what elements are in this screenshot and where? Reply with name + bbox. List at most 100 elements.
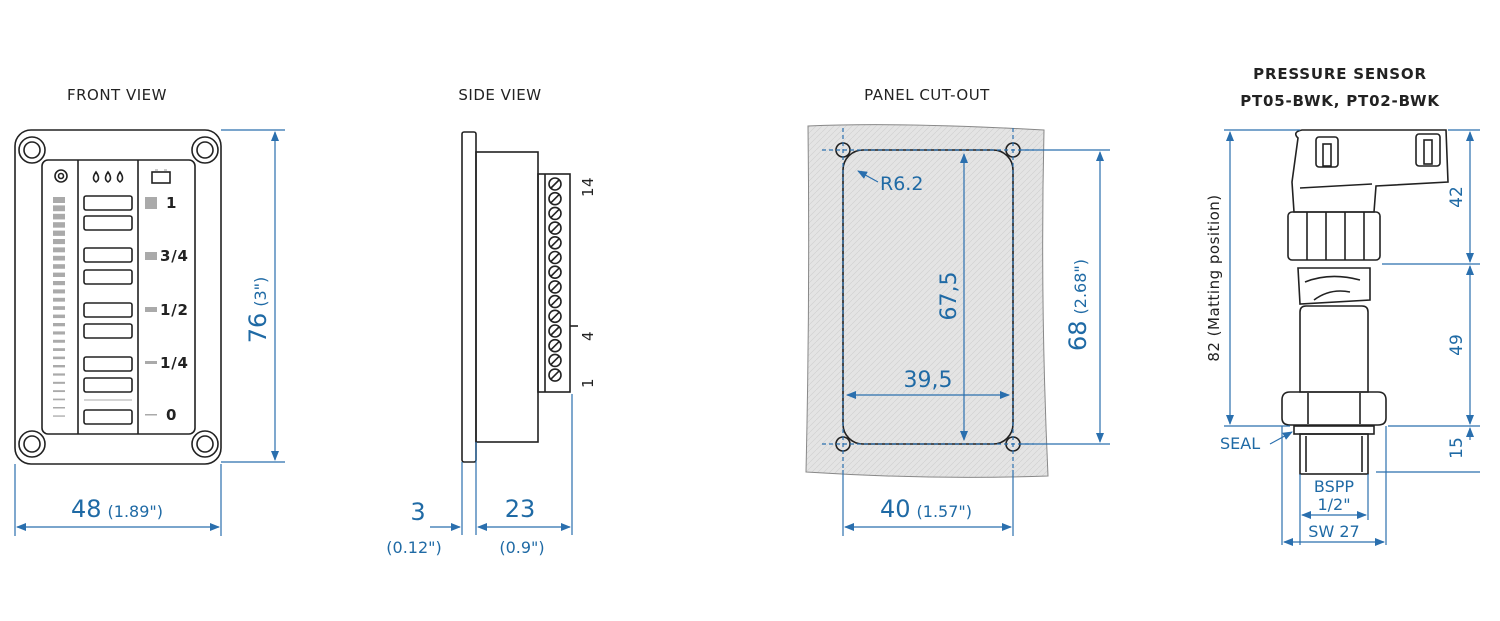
cutout-label: PANEL CUT-OUT [864, 86, 990, 104]
scale-empty-label: 0 [166, 406, 177, 424]
indicator-slot [83, 269, 133, 285]
thread-type-label: BSPP [1314, 477, 1355, 496]
level-bar [53, 222, 65, 228]
scale-half-label: 1/2 [160, 301, 189, 319]
terminal-screw-icon [548, 353, 562, 368]
outer-height-dimension: 68(2.68") [1064, 259, 1092, 351]
terminal-screws [548, 177, 562, 382]
body-height-dimension: 49 [1447, 334, 1467, 356]
level-bar [53, 289, 65, 294]
screw-icon [18, 136, 219, 458]
sensor-thread [1299, 433, 1369, 475]
level-bar [53, 390, 65, 393]
level-bar [53, 197, 65, 203]
water-drops-icon [92, 170, 124, 183]
level-bar [53, 365, 65, 368]
pin-14-label: 14 [579, 177, 597, 197]
terminal-screw-icon [548, 368, 562, 382]
side-body [475, 151, 539, 443]
front-view: FRONT VIEW 1 3/4 [14, 86, 285, 536]
level-bar [53, 415, 65, 417]
inner-height-dimension: 67,5 [937, 272, 962, 321]
gear-icon [54, 169, 68, 183]
inner-width-dimension: 39,5 [904, 368, 953, 393]
body-depth-dimension: 23 [505, 495, 536, 523]
display-window [41, 159, 196, 435]
wrench-size-label: SW 27 [1308, 522, 1359, 541]
front-height-dimension: 76(3") [244, 277, 272, 344]
terminal-screw-icon [548, 191, 562, 206]
terminal-screw-slot [550, 238, 560, 248]
outer-width-dimension: 40(1.57") [880, 495, 972, 523]
pin-4-label: 4 [579, 331, 597, 341]
terminal-screw-slot [550, 355, 560, 365]
level-bar [53, 339, 65, 343]
thread-size-label: 1/2" [1317, 495, 1350, 514]
terminal-screw-slot [550, 223, 560, 233]
terminal-screw-icon [548, 324, 562, 338]
front-panel-outline [14, 129, 222, 465]
level-bar [53, 381, 65, 384]
seal-label: SEAL [1220, 434, 1260, 453]
battery-icon [151, 169, 171, 184]
level-bar [53, 205, 65, 212]
level-bar [53, 255, 65, 261]
terminal-screw-slot [550, 326, 560, 336]
panel-surface [805, 124, 1049, 478]
level-bar [53, 230, 65, 236]
indicator-slot [83, 377, 133, 393]
indicator-slot [83, 215, 133, 231]
scale-quarter-label: 1/4 [160, 354, 189, 372]
panel-cutout-view: PANEL CUT-OUT R6.2 67,5 39,5 68(2.68") 4… [805, 86, 1110, 536]
level-bar [53, 373, 65, 376]
terminal-screw-slot [550, 341, 560, 351]
thread-height-dimension: 15 [1447, 437, 1467, 459]
total-height-dimension: 82 (Matting position) [1205, 194, 1223, 361]
pressure-sensor-view: PRESSURE SENSOR PT05-BWK, PT02-BWK [1205, 65, 1480, 546]
terminal-block [537, 173, 571, 393]
connector-height-dimension: 42 [1447, 186, 1467, 208]
terminal-screw-icon [548, 221, 562, 235]
front-width-dimension: 48(1.89") [71, 495, 163, 523]
terminal-screw-icon [548, 280, 562, 294]
level-bar [53, 264, 65, 269]
sensor-title-line2: PT05-BWK, PT02-BWK [1240, 92, 1440, 110]
sensor-hex [1281, 391, 1387, 426]
terminal-screw-slot [550, 370, 560, 380]
terminal-screw-slot [550, 208, 560, 218]
terminal-screw-icon [548, 177, 562, 191]
indicator-slot [83, 247, 133, 263]
level-bar [53, 331, 65, 335]
scale-full-label: 1 [166, 194, 177, 212]
terminal-screw-slot [550, 282, 560, 292]
bezel-depth-dimension: 3 [410, 498, 425, 526]
level-bar [53, 348, 65, 351]
terminal-screw-slot [550, 194, 560, 204]
level-bar [53, 213, 65, 220]
terminal-screw-slot [550, 267, 560, 277]
indicator-slot [83, 302, 133, 318]
terminal-screw-icon [548, 206, 562, 221]
terminal-screw-icon [548, 250, 562, 265]
bezel-depth-inch: (0.12") [386, 538, 441, 557]
side-bezel [461, 131, 477, 463]
level-bar [53, 281, 65, 286]
terminal-screw-slot [550, 311, 560, 321]
level-bar [53, 247, 65, 253]
side-view-label: SIDE VIEW [458, 86, 541, 104]
sensor-nut [1287, 211, 1381, 261]
level-bar [53, 297, 65, 302]
terminal-screw-slot [550, 252, 560, 263]
level-bar [53, 323, 65, 327]
indicator-slot [83, 195, 133, 211]
terminal-screw-icon [548, 265, 562, 280]
terminal-screw-icon [548, 338, 562, 353]
terminal-screw-slot [550, 179, 560, 189]
level-bar [53, 314, 65, 319]
body-depth-inch: (0.9") [499, 538, 544, 557]
front-view-label: FRONT VIEW [67, 86, 167, 104]
indicator-slot [83, 409, 133, 425]
side-view: SIDE VIEW 14 4 1 3 (0.12") 23 (0.9") [386, 86, 597, 557]
level-bar [53, 239, 65, 245]
